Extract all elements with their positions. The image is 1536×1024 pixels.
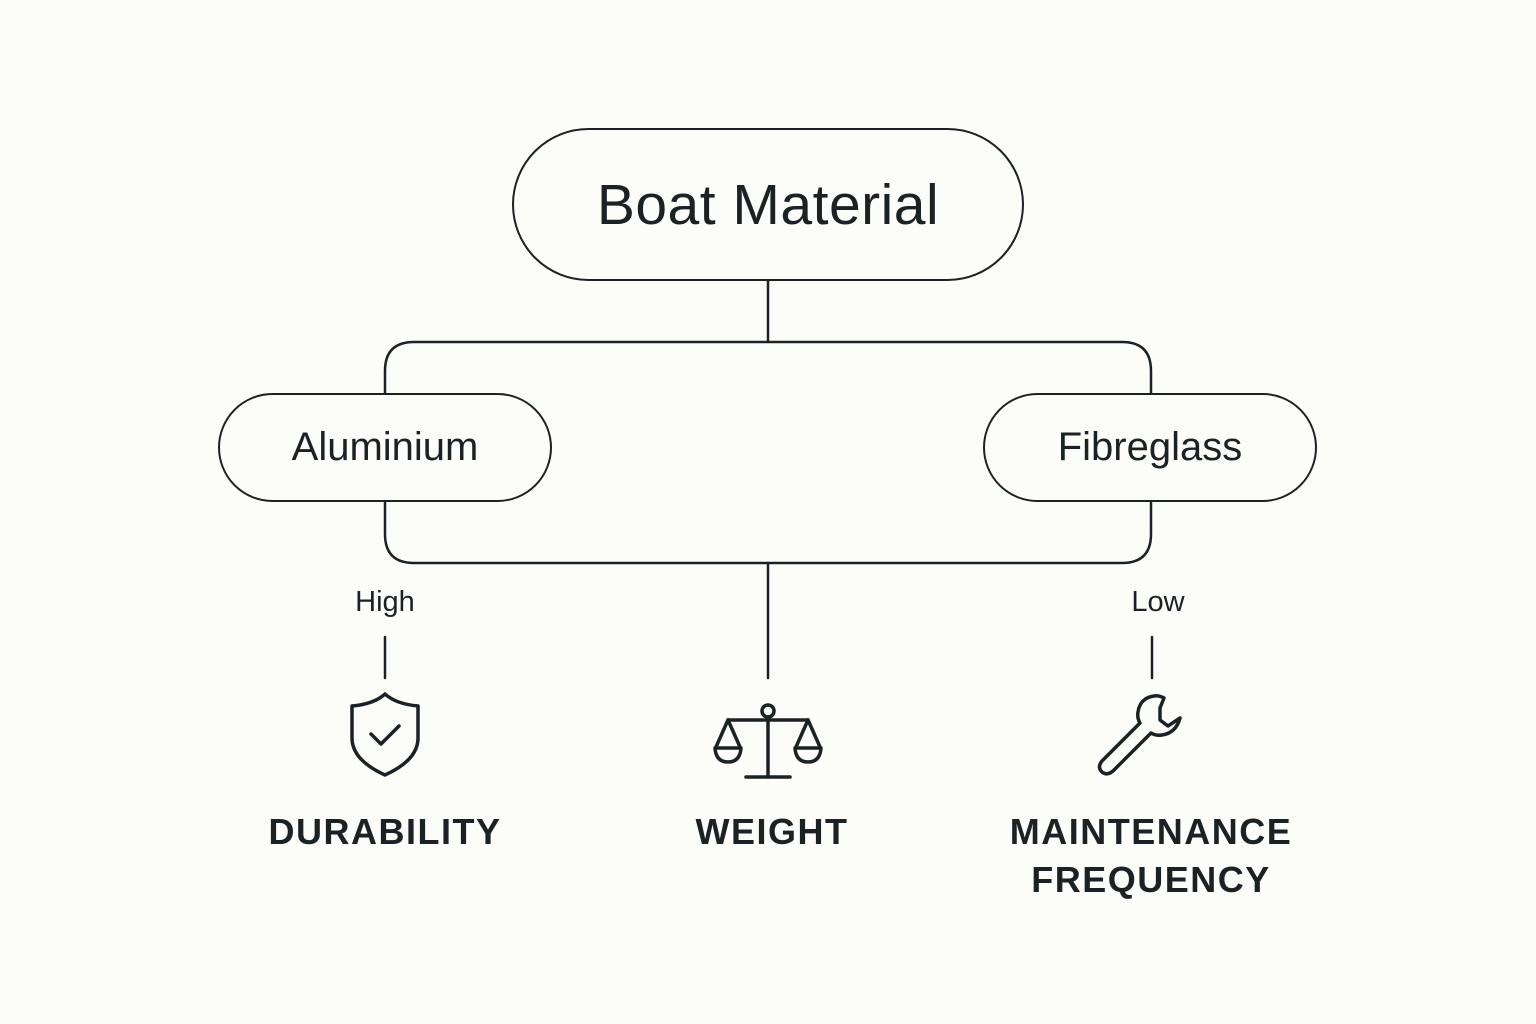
attribute-line-1: MAINTENANCE: [1009, 811, 1293, 852]
maintenance-level: Low: [1131, 586, 1185, 618]
wrench-icon: [1097, 694, 1182, 776]
material-label: Aluminium: [291, 425, 479, 469]
lower-bracket: [383, 500, 1153, 565]
attribute-weight: WEIGHT: [695, 811, 849, 852]
attribute-line-2: FREQUENCY: [1031, 859, 1271, 900]
attribute-durability: DURABILITY: [268, 811, 502, 852]
balance-scale-icon: [713, 703, 823, 779]
material-node-aluminium: Aluminium: [218, 393, 552, 502]
material-node-fibreglass: Fibreglass: [983, 393, 1317, 502]
shield-check-icon: [350, 692, 420, 777]
attribute-maintenance-frequency: MAINTENANCE FREQUENCY: [966, 808, 1336, 904]
root-node-boat-material: Boat Material: [512, 128, 1024, 281]
root-label: Boat Material: [596, 172, 940, 237]
upper-bracket: [383, 340, 1153, 395]
material-label: Fibreglass: [1057, 425, 1243, 469]
durability-level: High: [355, 586, 415, 618]
